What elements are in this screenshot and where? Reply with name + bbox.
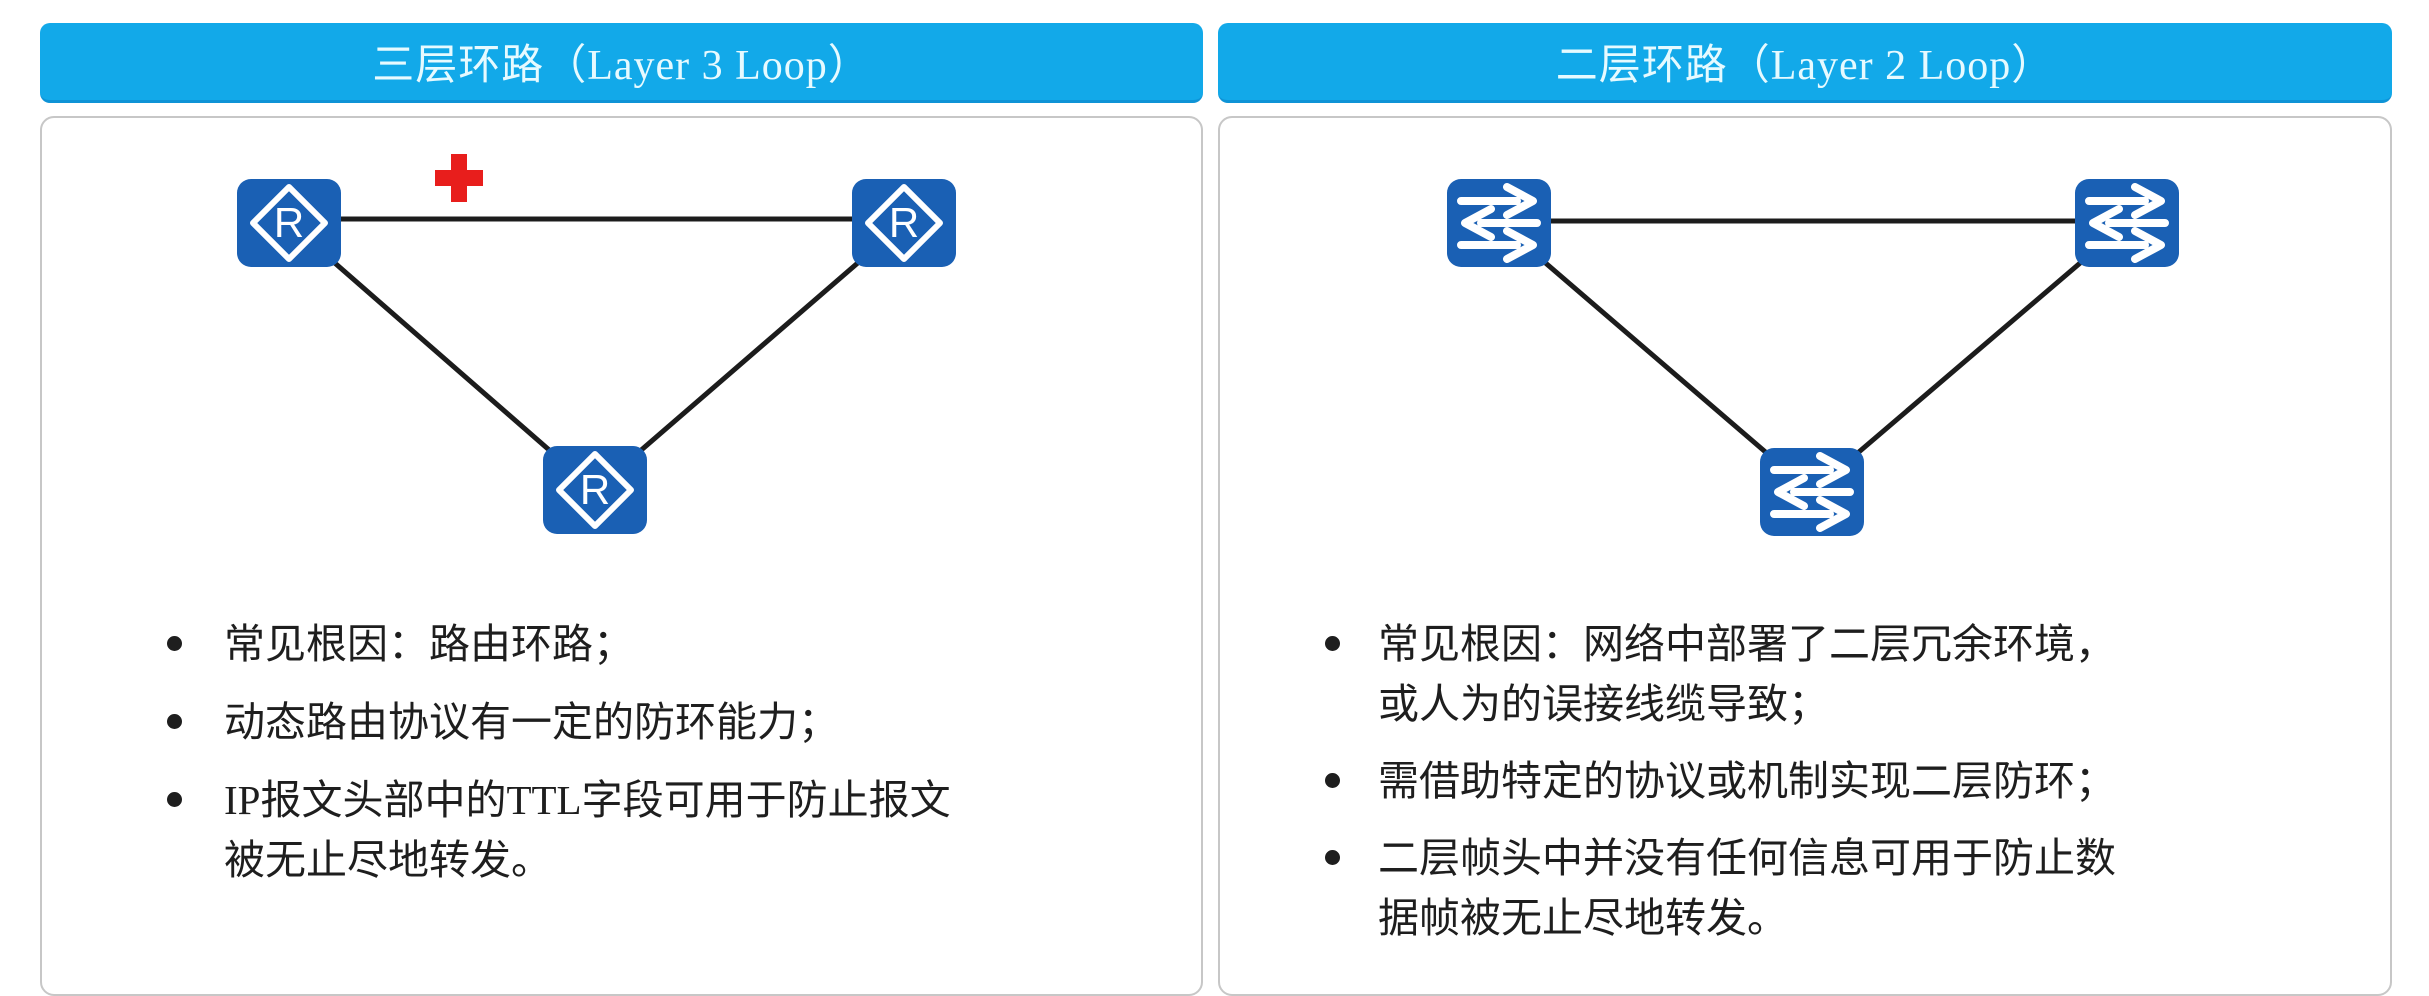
router-glyph: R bbox=[889, 199, 919, 246]
bullet-item: 二层帧头中并没有任何信息可用于防止数 据帧被无止尽地转发。 bbox=[1325, 828, 2350, 948]
bullet-dot-icon bbox=[1325, 773, 1340, 788]
layer2-bullet-list: 常见根因：网络中部署了二层冗余环境， 或人为的误接线缆导致； 需借助特定的协议或… bbox=[1325, 614, 2350, 948]
router-icon-bottom: R bbox=[543, 446, 647, 534]
bullet-line: 需借助特定的协议或机制实现二层防环； bbox=[1378, 758, 2116, 804]
bullet-line: 二层帧头中并没有任何信息可用于防止数 bbox=[1378, 835, 2116, 881]
panel-layer3-loop: 三层环路（Layer 3 Loop） R R bbox=[40, 0, 1203, 996]
layer2-topology-diagram bbox=[1220, 118, 2390, 618]
layer3-topology-diagram: R R R bbox=[42, 118, 1201, 618]
router-icon: R bbox=[865, 184, 943, 262]
layer3-link-lines bbox=[286, 216, 907, 493]
switch-icon bbox=[1770, 452, 1854, 532]
switch-icon-top-left bbox=[1447, 179, 1551, 267]
layer3-bullet-list: 常见根因：路由环路； 动态路由协议有一定的防环能力； IP报文头部中的TTL字段… bbox=[167, 614, 1151, 890]
router-icon: R bbox=[556, 451, 634, 529]
panel-layer3-card: R R R bbox=[40, 116, 1203, 996]
bullet-line: 据帧被无止尽地转发。 bbox=[1378, 895, 1788, 941]
bullet-line: 动态路由协议有一定的防环能力； bbox=[224, 699, 839, 745]
panel-layer2-card: 常见根因：网络中部署了二层冗余环境， 或人为的误接线缆导致； 需借助特定的协议或… bbox=[1218, 116, 2392, 996]
bullet-item: 需借助特定的协议或机制实现二层防环； bbox=[1325, 751, 2350, 811]
switch-icon bbox=[1457, 183, 1541, 263]
bullet-dot-icon bbox=[1325, 850, 1340, 865]
bullet-line: 常见根因：路由环路； bbox=[224, 621, 634, 667]
network-link-line-right bbox=[1809, 220, 2130, 495]
router-icon-top-right: R bbox=[852, 179, 956, 267]
bullet-dot-icon bbox=[167, 714, 182, 729]
network-link-line-right bbox=[592, 220, 907, 493]
network-link-line-left bbox=[1496, 220, 1815, 495]
panel-layer2-title: 二层环路（Layer 2 Loop） bbox=[1555, 43, 2055, 89]
bullet-dot-icon bbox=[167, 792, 182, 807]
panel-layer3-title: 三层环路（Layer 3 Loop） bbox=[372, 43, 871, 89]
bullet-line: IP报文头部中的TTL字段可用于防止报文 bbox=[224, 777, 951, 823]
bullet-item: 动态路由协议有一定的防环能力； bbox=[167, 692, 1151, 752]
layer2-link-lines bbox=[1496, 218, 2130, 495]
router-icon-top-left: R bbox=[237, 179, 341, 267]
switch-icon bbox=[2085, 183, 2169, 263]
bullet-dot-icon bbox=[1325, 636, 1340, 651]
panel-layer2-header: 二层环路（Layer 2 Loop） bbox=[1218, 23, 2392, 103]
bullet-item: IP报文头部中的TTL字段可用于防止报文 被无止尽地转发。 bbox=[167, 770, 1151, 890]
bullet-dot-icon bbox=[167, 636, 182, 651]
switch-icon-top-right bbox=[2075, 179, 2179, 267]
panel-layer3-header: 三层环路（Layer 3 Loop） bbox=[40, 23, 1203, 103]
panel-layer2-loop: 二层环路（Layer 2 Loop） bbox=[1218, 0, 2392, 996]
router-glyph: R bbox=[274, 199, 304, 246]
router-glyph: R bbox=[580, 466, 610, 513]
bullet-line: 常见根因：网络中部署了二层冗余环境， bbox=[1378, 621, 2116, 667]
network-link-line-left bbox=[286, 220, 598, 493]
blocked-link-cross-icon bbox=[433, 152, 485, 204]
bullet-line: 或人为的误接线缆导致； bbox=[1378, 681, 1829, 727]
bullet-item: 常见根因：路由环路； bbox=[167, 614, 1151, 674]
bullet-item: 常见根因：网络中部署了二层冗余环境， 或人为的误接线缆导致； bbox=[1325, 614, 2350, 734]
bullet-line: 被无止尽地转发。 bbox=[224, 837, 552, 883]
switch-icon-bottom bbox=[1760, 448, 1864, 536]
router-icon: R bbox=[250, 184, 328, 262]
